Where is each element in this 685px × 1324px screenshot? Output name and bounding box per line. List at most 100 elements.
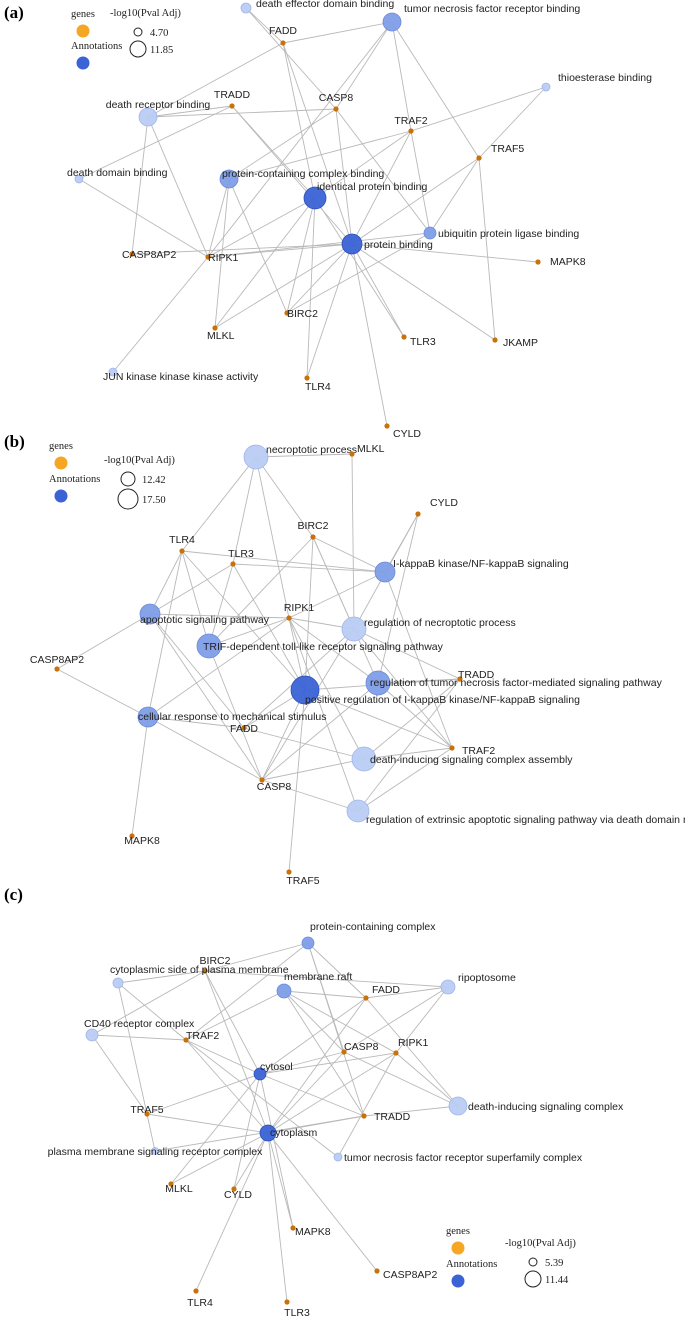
- legend-size-max: 11.44: [545, 1275, 569, 1286]
- gene-node-traf5[interactable]: [144, 1111, 150, 1117]
- gene-node-fadd[interactable]: [280, 40, 286, 46]
- gene-node-cyld[interactable]: [231, 1186, 237, 1192]
- annotation-label-membrane-raft: membrane raft: [284, 971, 352, 983]
- gene-node-mlkl[interactable]: [168, 1181, 174, 1187]
- gene-node-traf5[interactable]: [286, 869, 292, 875]
- gene-node-cyld[interactable]: [384, 423, 390, 429]
- gene-node-casp8ap2[interactable]: [54, 666, 60, 672]
- edge-traf2--regulation-of-necroptotic-process: [353, 628, 453, 749]
- edge-casp8--regulation-of-extrinsic-apoptotic-signaling-pathway-via-death-domain-receptors: [261, 779, 359, 812]
- gene-node-cyld[interactable]: [415, 511, 421, 517]
- edge-ripk1--death-domain-binding: [78, 178, 209, 258]
- annotation-node-death-domain-binding[interactable]: [74, 174, 84, 184]
- gene-node-traf5[interactable]: [476, 155, 482, 161]
- gene-node-birc2[interactable]: [310, 534, 316, 540]
- annotation-node-cellular-response-to-mechanical-stimulus[interactable]: [137, 706, 159, 728]
- annotation-node-protein-containing-complex-binding[interactable]: [219, 169, 239, 189]
- edge-ripk1--identical-protein-binding: [207, 197, 316, 258]
- annotation-label-cytoplasm: cytoplasm: [270, 1127, 318, 1139]
- annotation-node-cd40-receptor-complex[interactable]: [85, 1028, 99, 1042]
- annotation-node-regulation-of-necroptotic-process[interactable]: [341, 616, 367, 642]
- gene-node-casp8[interactable]: [341, 1049, 347, 1055]
- edge-traf5--thioesterase-binding: [478, 86, 547, 159]
- edge-traf2--death-inducing-signaling-complex-assembly: [363, 747, 453, 760]
- annotation-node-cytosol[interactable]: [253, 1067, 267, 1081]
- gene-node-mapk8[interactable]: [290, 1225, 296, 1231]
- gene-node-tlr3[interactable]: [401, 334, 407, 340]
- edge-fadd--ripoptosome: [365, 986, 449, 999]
- gene-node-ripk1[interactable]: [205, 254, 211, 260]
- edge-casp8--positive-regulation-of-i-kappab-kinase-nf-kappab-signaling: [261, 689, 306, 781]
- annotation-node-cytoplasmic-side-of-plasma-membrane[interactable]: [112, 977, 124, 989]
- legend-genes-label: genes: [49, 441, 73, 452]
- gene-node-mapk8[interactable]: [129, 833, 135, 839]
- annotation-label-cytoplasmic-side-of-plasma-membrane: cytoplasmic side of plasma membrane: [110, 964, 289, 976]
- legend-gene-swatch: [54, 456, 68, 470]
- gene-node-tlr3[interactable]: [284, 1299, 290, 1305]
- gene-node-traf2[interactable]: [408, 128, 414, 134]
- edge-birc2--trif-dependent-toll-like-receptor-signaling-pathway: [208, 536, 314, 647]
- gene-node-ripk1[interactable]: [393, 1050, 399, 1056]
- gene-node-mlkl[interactable]: [349, 451, 355, 457]
- gene-label-cyld: CYLD: [430, 497, 458, 509]
- legend-genes-label: genes: [71, 9, 95, 20]
- panel-c: protein-containing complexBIRC2cytoplasm…: [4, 885, 624, 1319]
- gene-node-fadd[interactable]: [241, 725, 247, 731]
- annotation-node-regulation-of-tumor-necrosis-factor-mediated-signaling-pathway[interactable]: [365, 670, 391, 696]
- gene-label-ripk1: RIPK1: [284, 602, 315, 614]
- legend-size-max-circle: [524, 1270, 542, 1288]
- annotation-node-thioesterase-binding[interactable]: [541, 82, 551, 92]
- legend-size-title: -log10(Pval Adj): [110, 8, 181, 19]
- gene-node-traf2[interactable]: [183, 1037, 189, 1043]
- gene-node-birc2[interactable]: [202, 968, 208, 974]
- annotation-node-death-effector-domain-binding[interactable]: [240, 2, 252, 14]
- annotation-node-apoptotic-signaling-pathway[interactable]: [139, 603, 161, 625]
- gene-label-mapk8: MAPK8: [550, 256, 586, 268]
- annotation-node-regulation-of-extrinsic-apoptotic-signaling-pathway-via-death-domain-receptors[interactable]: [346, 799, 370, 823]
- annotation-node-plasma-membrane-signaling-receptor-complex[interactable]: [151, 1147, 159, 1155]
- annotation-node-tumor-necrosis-factor-receptor-binding[interactable]: [382, 12, 402, 32]
- annotation-node-death-inducing-signaling-complex-assembly[interactable]: [351, 746, 377, 772]
- annotation-node-protein-binding[interactable]: [341, 233, 363, 255]
- gene-node-fadd[interactable]: [363, 995, 369, 1001]
- gene-node-mlkl[interactable]: [212, 325, 218, 331]
- edge-fadd--death-inducing-signaling-complex: [365, 997, 459, 1107]
- annotation-node-ripoptosome[interactable]: [440, 979, 456, 995]
- annotation-node-ubiquitin-protein-ligase-binding[interactable]: [423, 226, 437, 240]
- annotation-node-death-receptor-binding[interactable]: [138, 107, 158, 127]
- annotation-node-trif-dependent-toll-like-receptor-signaling-pathway[interactable]: [196, 633, 222, 659]
- gene-node-tradd[interactable]: [457, 676, 463, 682]
- annotation-node-identical-protein-binding[interactable]: [303, 186, 327, 210]
- gene-node-casp8ap2[interactable]: [374, 1268, 380, 1274]
- annotation-node-positive-regulation-of-i-kappab-kinase-nf-kappab-signaling[interactable]: [290, 675, 320, 705]
- gene-node-tlr4[interactable]: [193, 1288, 199, 1294]
- annotation-node-death-inducing-signaling-complex[interactable]: [448, 1096, 468, 1116]
- gene-node-traf2[interactable]: [449, 745, 455, 751]
- gene-node-tlr4[interactable]: [179, 548, 185, 554]
- gene-node-jkamp[interactable]: [492, 337, 498, 343]
- gene-node-casp8ap2[interactable]: [129, 251, 135, 257]
- gene-node-ripk1[interactable]: [286, 615, 292, 621]
- annotation-node-membrane-raft[interactable]: [276, 983, 292, 999]
- edge-traf2--cytosol: [185, 1039, 261, 1075]
- annotation-node-protein-containing-complex[interactable]: [301, 936, 315, 950]
- gene-node-tradd[interactable]: [361, 1113, 367, 1119]
- annotation-node-necroptotic-process[interactable]: [243, 444, 269, 470]
- panel-label: (a): [4, 3, 24, 22]
- gene-node-casp8[interactable]: [259, 777, 265, 783]
- edge-birc2--necroptotic-process: [255, 456, 314, 538]
- gene-node-tradd[interactable]: [229, 103, 235, 109]
- gene-node-birc2[interactable]: [284, 310, 290, 316]
- edge-traf5--cytoplasmic-side-of-plasma-membrane: [117, 982, 148, 1115]
- gene-node-tlr3[interactable]: [230, 561, 236, 567]
- edge-tlr4--apoptotic-signaling-pathway: [149, 550, 183, 615]
- gene-node-tlr4[interactable]: [304, 375, 310, 381]
- annotation-node-jun-kinase-kinase-kinase-activity[interactable]: [108, 367, 118, 377]
- edge-birc2--protein-containing-complex-binding: [228, 178, 288, 314]
- annotation-node-tumor-necrosis-factor-receptor-superfamily-complex[interactable]: [333, 1152, 343, 1162]
- annotation-node-i-kappab-kinase-nf-kappab-signaling[interactable]: [374, 561, 396, 583]
- gene-node-mapk8[interactable]: [535, 259, 541, 265]
- annotation-node-cytoplasm[interactable]: [259, 1124, 277, 1142]
- gene-node-casp8[interactable]: [333, 106, 339, 112]
